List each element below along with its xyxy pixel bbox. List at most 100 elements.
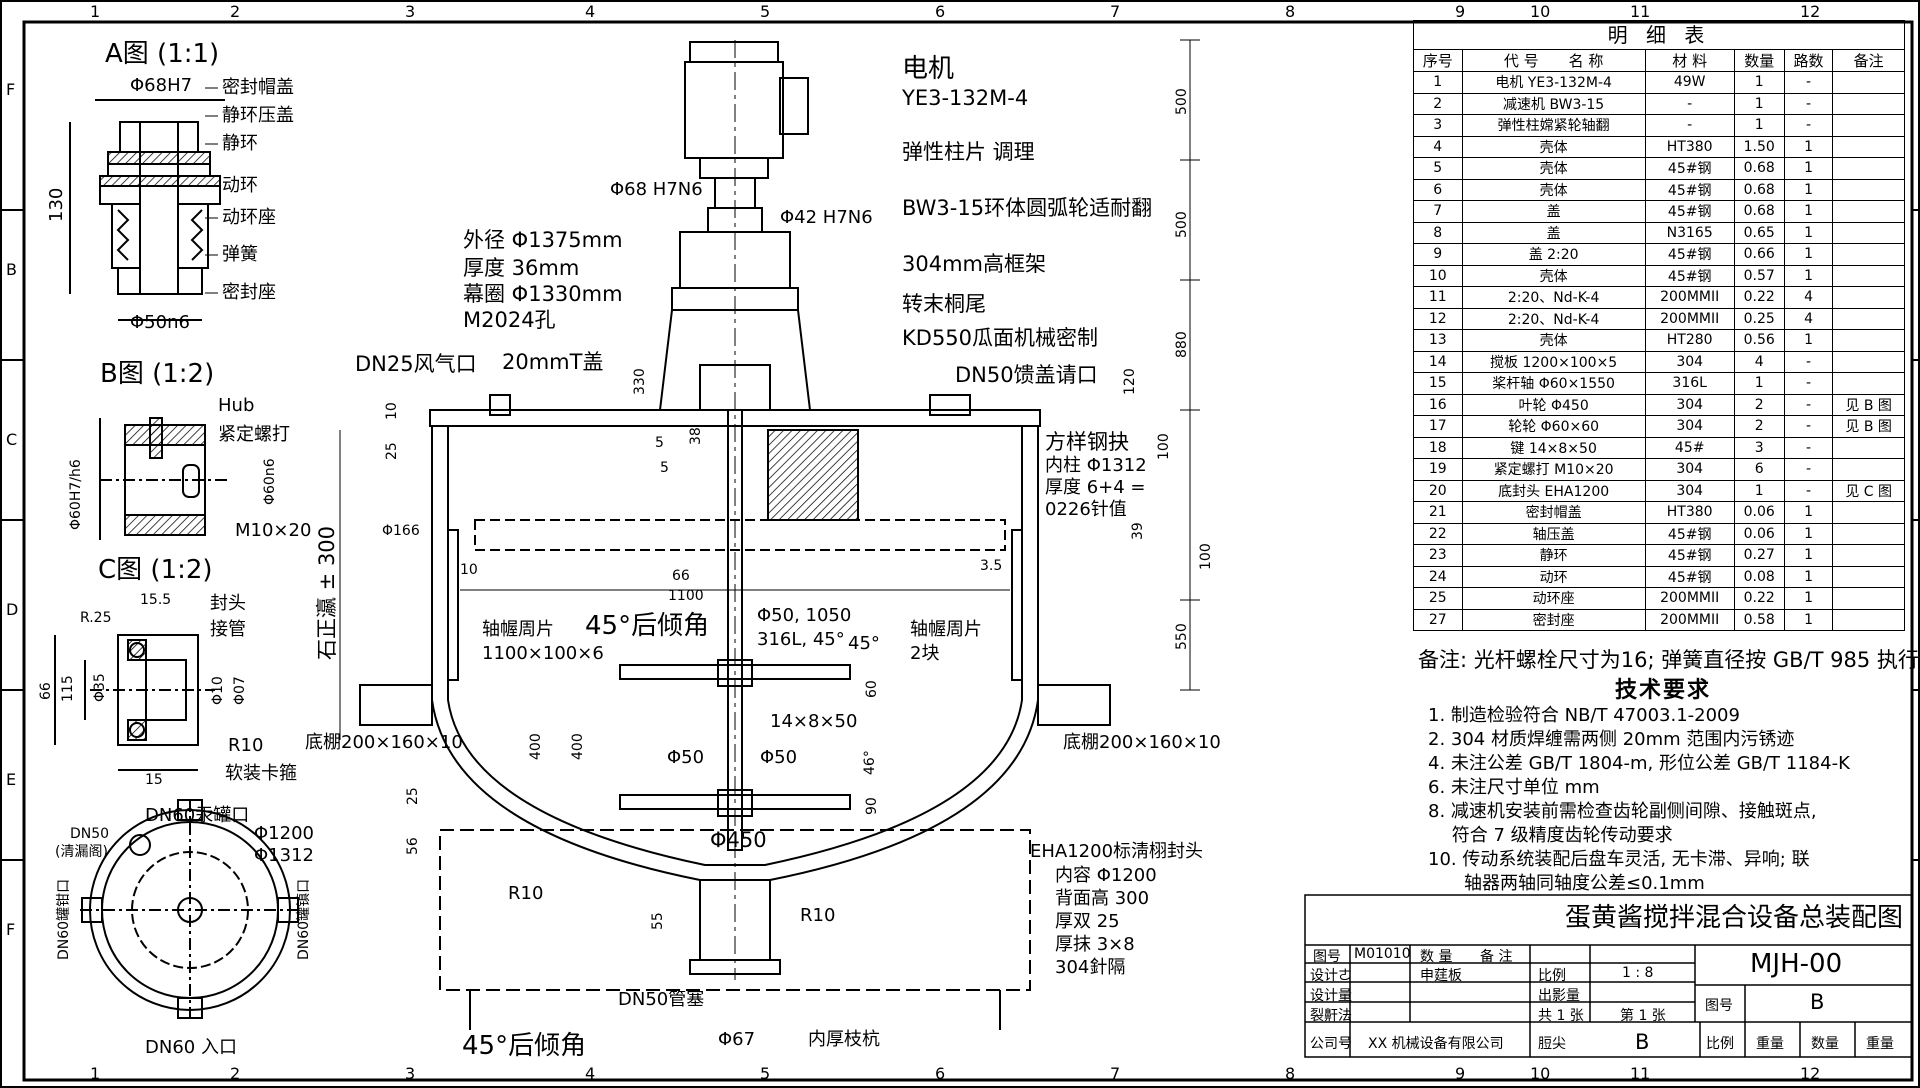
bom-cell: 304 xyxy=(1644,415,1735,438)
bom-cell xyxy=(1832,264,1905,287)
bom-cell: 减速机 BW3-15 xyxy=(1461,92,1646,115)
r10-b: R10 xyxy=(800,905,836,926)
dn25-label: DN25风气口 xyxy=(355,352,477,376)
dim-90: 90 xyxy=(864,797,880,815)
bom-cell: - xyxy=(1783,393,1834,416)
drawing-number: MJH-00 xyxy=(1750,949,1843,979)
tb-remark: 备 注 xyxy=(1480,949,1513,965)
bom-cell: 3 xyxy=(1413,114,1463,137)
bom-cell: 1 xyxy=(1733,92,1785,115)
bom-cell: 304 xyxy=(1644,393,1735,416)
detail-a-part-0: 密封帽盖 xyxy=(222,77,294,98)
tb-label-no: 图号 xyxy=(1313,949,1341,965)
detail-c-w: 15.5 xyxy=(140,592,172,608)
zone-col-8-top: 8 xyxy=(1285,2,1296,21)
bom-cell: 密封帽盖 xyxy=(1461,501,1646,524)
bom-cell: 1 xyxy=(1783,135,1834,158)
bom-cell xyxy=(1832,372,1905,395)
head-3: 厚双 25 xyxy=(1055,911,1120,932)
zone-col-3-top: 3 xyxy=(405,2,416,21)
screen-label: 幕圈 Φ1330mm xyxy=(463,282,623,306)
zone-col-11-top: 11 xyxy=(1630,2,1651,21)
bom-cell: 0.06 xyxy=(1733,522,1785,545)
bom-cell: 1 xyxy=(1783,608,1834,631)
baffle-left: 轴幄周片 xyxy=(482,619,554,640)
tb-c4: 重量 xyxy=(1866,1036,1894,1052)
bom-cell: 20 xyxy=(1413,479,1463,502)
bom-cell: 1 xyxy=(1733,71,1785,94)
tb-fig: 图号 xyxy=(1705,998,1733,1014)
bom-cell: N3165 xyxy=(1644,221,1735,244)
bom-cell: 6 xyxy=(1413,178,1463,201)
base-left: 底棚200×160×10 xyxy=(305,732,463,753)
frame-label: 304mm高框架 xyxy=(902,252,1046,276)
bom-cell: 2:20、Nd-K-4 xyxy=(1461,286,1646,309)
r10-a: R10 xyxy=(508,883,544,904)
dn50-cover-label: DN50馈盖请口 xyxy=(955,363,1098,387)
bom-cell xyxy=(1832,329,1905,352)
bom-cell: 1 xyxy=(1783,522,1834,545)
detail-c-cap: 封头 xyxy=(210,593,246,614)
bom-cell xyxy=(1832,458,1905,481)
dimension-lines xyxy=(339,39,1200,740)
bom-cell: 10 xyxy=(1413,264,1463,287)
bom-header-4: 路数 xyxy=(1783,49,1834,72)
tech-title: 技术要求 xyxy=(1614,678,1711,703)
tech-line: 2. 304 材质焊缠需两侧 20mm 范围内污锈迹 xyxy=(1428,729,1795,750)
zone-col-4-bottom: 4 xyxy=(585,1064,596,1083)
bom-cell: 9 xyxy=(1413,243,1463,266)
thick2-label: 厚度 6+4 = xyxy=(1045,477,1146,498)
dim-h550: 550 xyxy=(1174,623,1190,650)
bom-cell: 0.66 xyxy=(1733,243,1785,266)
bom-cell: 密封座 xyxy=(1461,608,1646,631)
head-5: 304針隔 xyxy=(1055,957,1126,978)
detail-a-drawing xyxy=(69,99,225,321)
dim-25b: 25 xyxy=(405,787,421,805)
bom-cell: - xyxy=(1644,114,1735,137)
top-view-dn60-left: DN60罐钳口 xyxy=(56,878,72,960)
detail-a-part-6: 密封座 xyxy=(222,282,276,303)
top-view-drawing xyxy=(80,799,300,1020)
bom-cell: 18 xyxy=(1413,436,1463,459)
bom-cell: 200MMII xyxy=(1644,587,1735,610)
tech-line: 符合 7 级精度齿轮传动要求 xyxy=(1428,825,1673,846)
seal-label: KD550瓜面机械密制 xyxy=(902,326,1099,350)
tilt-label-2: 45°后倾角 xyxy=(462,1031,587,1061)
bom-cell: 45#钢 xyxy=(1644,522,1735,545)
zone-col-11-bottom: 11 xyxy=(1630,1064,1651,1083)
fit-68: Φ68 H7N6 xyxy=(610,179,703,200)
tb-c3: 数量 xyxy=(1811,1036,1839,1052)
dn50-bottom: DN50管塞 xyxy=(618,989,705,1010)
bom-cell: 6 xyxy=(1733,458,1785,481)
bom-cell: 1 xyxy=(1783,544,1834,567)
bom-cell: 0.25 xyxy=(1733,307,1785,330)
tech-line: 4. 未注公差 GB/T 1804-m, 形位公差 GB/T 1184-K xyxy=(1428,753,1850,774)
bom-cell: 304 xyxy=(1644,458,1735,481)
cover20-label: 20mmT盖 xyxy=(502,350,604,374)
zone-row-4: E xyxy=(6,770,17,789)
bom-cell: 27 xyxy=(1413,608,1463,631)
bom-cell: 盖 2:20 xyxy=(1461,243,1646,266)
detail-c-h4: Φ07 xyxy=(232,676,248,705)
bom-cell: - xyxy=(1783,114,1834,137)
tb-rev: B xyxy=(1810,990,1825,1014)
bom-cell: 14 xyxy=(1413,350,1463,373)
bom-cell: 45#钢 xyxy=(1644,544,1735,567)
bom-cell: 8 xyxy=(1413,221,1463,244)
tb-check: 裂鼾法 xyxy=(1310,1008,1352,1024)
bom-cell: 壳体 xyxy=(1461,264,1646,287)
bom-cell: - xyxy=(1783,436,1834,459)
bom-cell: 见 B 图 xyxy=(1832,393,1905,416)
key-label: 14×8×50 xyxy=(770,711,858,732)
bom-cell xyxy=(1832,544,1905,567)
tb-sheet: 第 1 张 xyxy=(1620,1008,1666,1024)
dim-h500a: 500 xyxy=(1174,88,1190,115)
